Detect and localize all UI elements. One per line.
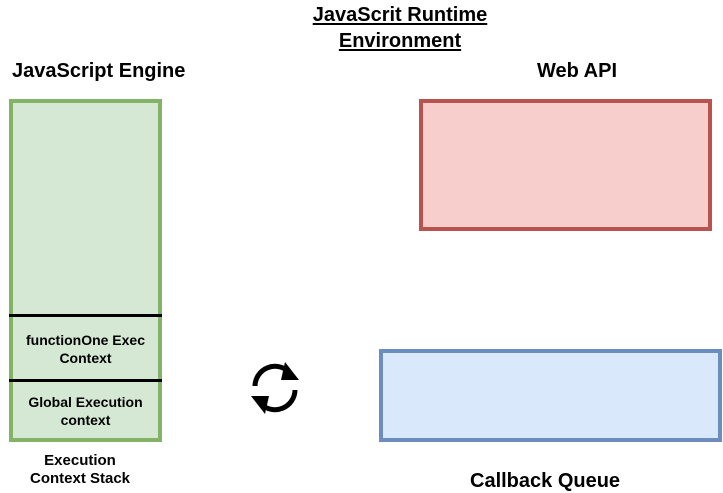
web-api-heading: Web API: [537, 60, 618, 82]
stack-caption-line1: Execution: [44, 452, 116, 469]
stack-frame-function-one-line2: Context: [59, 350, 112, 366]
stack-caption: Execution Context Stack: [5, 452, 155, 488]
stack-frame-divider-top: [9, 314, 162, 317]
diagram-title-line2: Environment: [338, 30, 462, 52]
web-api-box: [419, 99, 712, 231]
stack-frame-divider-bottom: [9, 379, 162, 382]
stack-frame-function-one: functionOne Exec Context: [13, 331, 158, 367]
callback-queue-box: [379, 349, 722, 442]
execution-context-stack: [9, 99, 162, 442]
stack-caption-line2: Context Stack: [29, 470, 131, 487]
callback-queue-heading: Callback Queue: [470, 470, 621, 492]
diagram-title: JavaScrit Runtime Environment: [250, 2, 550, 54]
stack-frame-global-line2: context: [60, 412, 111, 428]
stack-frame-global-line1: Global Execution: [28, 394, 143, 410]
refresh-cycle-icon: [245, 358, 305, 418]
diagram-title-line1: JavaScrit Runtime: [312, 4, 488, 26]
engine-heading: JavaScript Engine: [12, 60, 186, 82]
stack-frame-global: Global Execution context: [13, 393, 158, 429]
stack-frame-function-one-line1: functionOne Exec: [25, 332, 146, 348]
